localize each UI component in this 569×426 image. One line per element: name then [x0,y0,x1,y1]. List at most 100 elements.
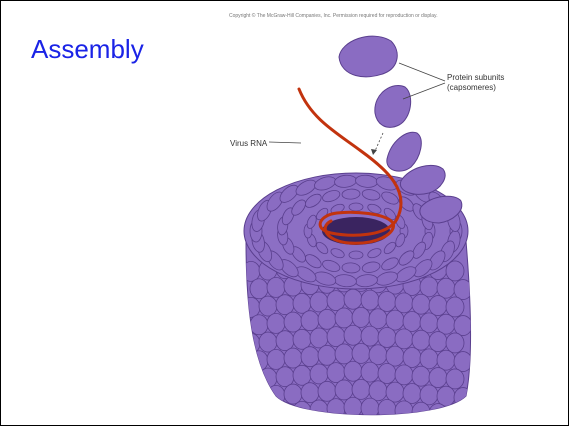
capsomere-subunit [375,85,411,127]
capsomere [284,348,302,368]
capsomere [403,311,421,331]
capsomere [378,363,396,383]
capsomere [301,311,319,331]
leader-line [399,63,445,81]
capsomere [446,369,464,389]
capsomere [429,404,447,424]
capsomere [344,361,362,381]
capsomere [352,343,370,363]
capsomere [284,312,302,332]
capsomere [349,251,363,259]
capsomere [437,386,455,406]
capsomere [429,368,447,388]
capsomere [352,307,370,327]
capsomere [361,326,379,346]
leader-line [269,142,301,143]
capsomere [349,203,363,211]
capsomere [250,279,268,299]
capsomere [276,367,294,387]
capsomere [310,328,328,348]
capsomere [310,400,328,420]
capsomere [293,401,311,421]
capsomere [259,332,277,352]
capsomere [267,277,285,297]
capsomere [293,293,311,313]
capsomere [327,291,345,311]
capsomere [242,405,260,425]
capsomere [437,278,455,298]
capsomere [327,399,345,419]
protein-subunits-label: Protein subunits (capsomeres) [447,73,504,93]
arrowhead-icon [371,149,377,155]
capsomere [259,368,277,388]
capsomere [412,402,430,422]
capsomere [276,331,294,351]
capsomere [403,347,421,367]
capsomere [412,294,430,314]
protein-subunits-label-line2: (capsomeres) [447,83,504,93]
virus-rna-label: Virus RNA [230,139,267,149]
capsomere [267,349,285,369]
capsomere [259,404,277,424]
capsomere [446,297,464,317]
capsomere-subunit [387,132,421,171]
capsomere [361,362,379,382]
capsomere [420,385,438,405]
capsomere [412,330,430,350]
leader-line [403,83,445,99]
capsomere [386,346,404,366]
capsomere [310,292,328,312]
capsomere [310,364,328,384]
capsomere-subunit [339,36,397,77]
capsomere [369,345,387,365]
capsomere [437,314,455,334]
capsomere [293,329,311,349]
capsomere [437,350,455,370]
capsomere [242,369,260,389]
capsomere [395,329,413,349]
capsomere [267,313,285,333]
capsomere [301,383,319,403]
capsomere [293,365,311,385]
assembly-arrow-line [375,133,383,151]
capsomere [344,289,362,309]
capsomere [378,291,396,311]
capsomere [335,344,353,364]
capsomere [429,332,447,352]
capsomere [318,345,336,365]
capsomere [267,385,285,405]
capsomere [395,401,413,421]
capsomere [318,381,336,401]
capsomere [284,384,302,404]
capsomere [318,309,336,329]
capsomere [344,325,362,345]
capsomere [259,296,277,316]
capsomere [276,295,294,315]
capsomere [420,313,438,333]
capsomere [412,366,430,386]
capsomere [369,309,387,329]
capsomere [446,405,464,425]
capsomere [454,316,472,336]
capsomere [454,352,472,372]
capsomere [378,327,396,347]
capsomere [250,387,268,407]
capsomere [420,349,438,369]
capsomere [386,382,404,402]
capsomere [276,403,294,423]
capsomere [403,383,421,403]
protein-subunits-label-line1: Protein subunits [447,73,504,83]
capsomere [242,261,260,281]
capsomere [378,399,396,419]
capsomere [242,297,260,317]
capsomere [327,327,345,347]
capsomere [429,296,447,316]
capsomere [242,333,260,353]
capsomere [352,379,370,399]
capsomere [395,293,413,313]
capsomere [446,333,464,353]
capsomere [335,380,353,400]
capsomere [327,363,345,383]
